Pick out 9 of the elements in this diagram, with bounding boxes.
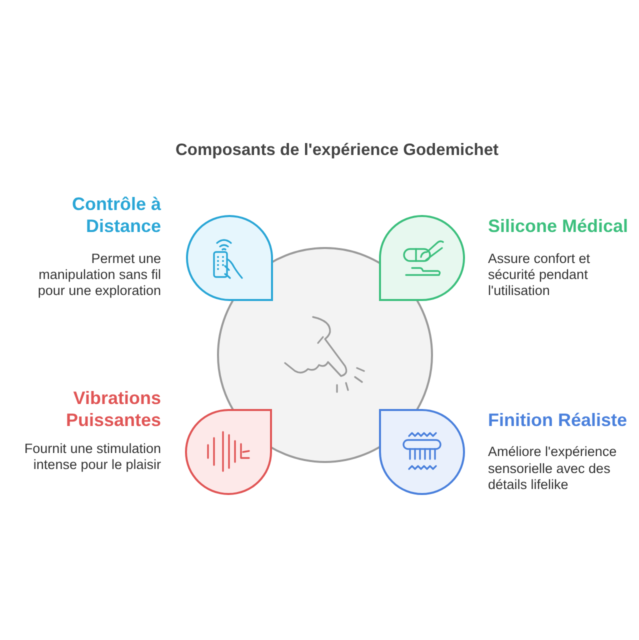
feature-description: Permet une manipulation sans fil pour une exploration (36, 251, 161, 299)
feature-heading: Silicone Médical (488, 215, 630, 237)
diagram-title: Composants de l'expérience Godemichet (175, 141, 498, 159)
feature-heading: Finition Réaliste (488, 409, 628, 431)
feature-description: Assure confort et sécurité pendant l'utilisation (488, 251, 592, 299)
feature-description: Fournit une stimulation intense pour le plaisir (23, 441, 161, 473)
feature-description: Améliore l'expérience sensorielle avec des détails lifelike (488, 444, 618, 494)
feature-heading: Vibrations Puissantes (64, 387, 161, 431)
feature-heading: Contrôle à Distance (70, 193, 161, 237)
